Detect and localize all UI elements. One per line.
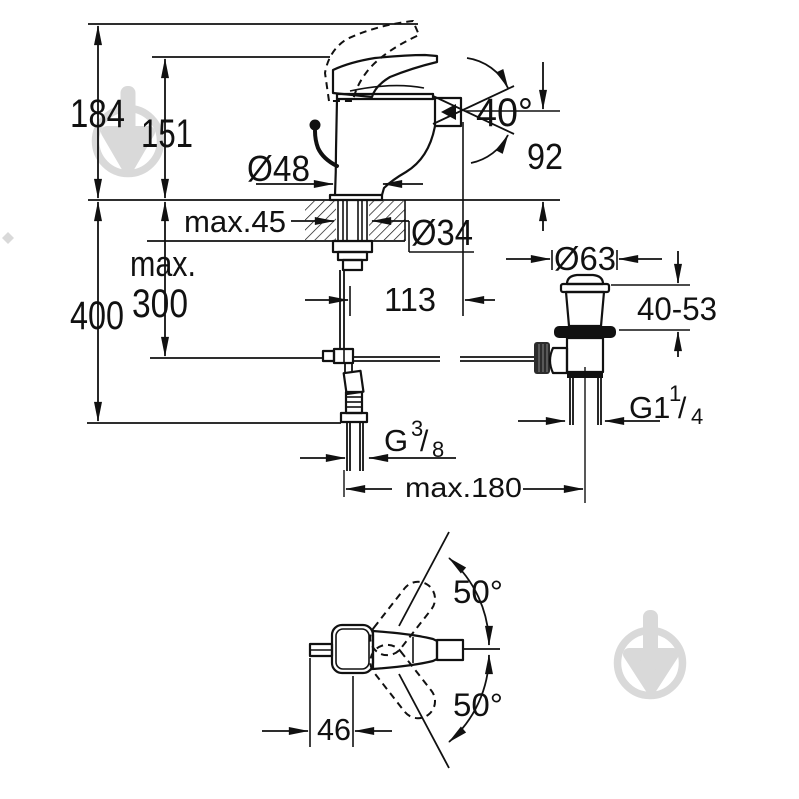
dim-spout-height: 92 [527,136,563,177]
dim-max-hose-depth: 300 [132,282,188,326]
dim-waste-clamp-range: 40-53 [637,291,717,327]
dim-base-diameter: Ø48 [247,148,310,189]
dim-height-body: 151 [141,112,193,156]
faucet-shank-and-hose [321,200,374,497]
price-watermark-bottom-right [613,610,687,700]
dim-waste-thread-slash: / [678,392,687,425]
dim-handle-swing-down: 50° [453,687,503,723]
faucet-top-view [262,531,500,769]
dim-supply-thread-base: G [384,423,408,458]
dim-waste-thread-num: 1 [669,381,681,406]
pop-up-waste-valve [534,273,616,503]
pop-up-linkage-bar [353,356,535,362]
dim-waste-cap-diameter: Ø63 [554,240,616,277]
handle-swing-up-dashed [369,580,437,657]
price-watermark-top-left [91,86,165,178]
handle-swing-down-dashed [369,643,437,720]
dim-handle-swing-up: 50° [453,574,503,610]
dim-rod-offset: 46 [317,712,351,747]
dim-depth-total: 400 [70,294,124,338]
faucet-body-side-view [309,20,463,202]
dim-max-label: max. [130,243,196,284]
handle-lever [331,53,439,99]
pull-rod-knob [309,119,321,131]
waste-adjuster-knob [534,342,550,374]
watermark-fragment-left-edge [2,232,14,244]
aerator-outlet [433,96,463,128]
handle-end-top-view [435,638,465,662]
dim-height-total: 184 [70,92,125,136]
aerator-angle-annotation [432,57,515,164]
dim-hole-diameter: Ø34 [411,212,473,253]
dim-max-deck-thickness: max.45 [184,204,286,239]
handle-top-view [371,629,439,671]
handle-raised-dashed-outline [324,20,420,102]
dim-max-waste-distance: max.180 [405,472,522,503]
dim-supply-thread-slash: / [420,425,429,458]
dimension-labels: 184 151 400 max. 300 max.45 Ø48 Ø34 40° … [70,91,717,747]
dimension-lines [94,25,690,493]
dim-supply-thread-num: 3 [411,416,423,441]
dim-aerator-angle: 40° [476,91,533,135]
dim-supply-thread-den: 8 [432,437,444,462]
aerator-flow-icon [441,104,456,120]
dim-spout-reach: 113 [384,281,436,318]
dim-waste-thread-base: G1 [629,390,670,425]
body-top-view [330,623,375,675]
waste-seal-ring [554,326,616,338]
pop-up-pull-rod [313,129,339,168]
dim-waste-thread-den: 4 [691,404,703,429]
reference-lines [87,23,560,424]
base-flange [328,193,384,202]
